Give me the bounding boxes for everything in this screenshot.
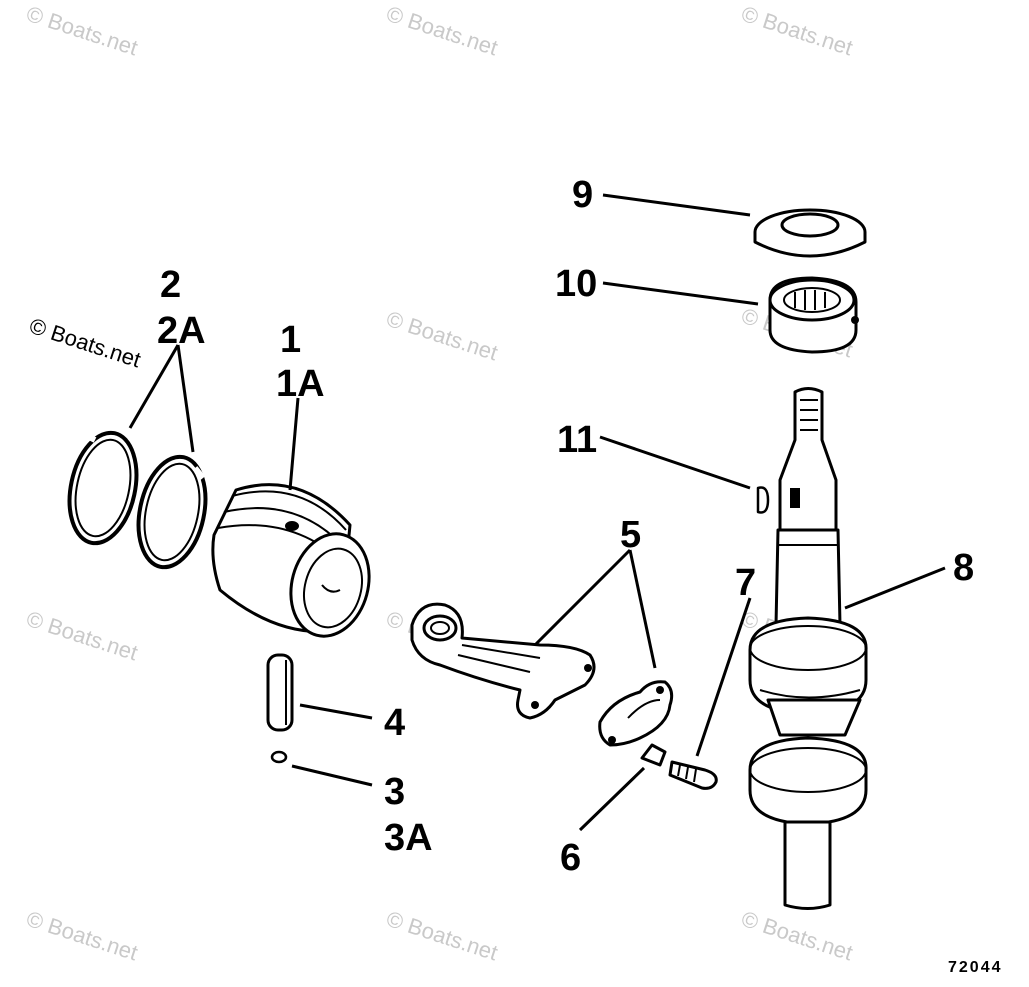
- crankshaft: [748, 387, 868, 910]
- watermark: © Boats.net: [383, 906, 500, 965]
- callout-6: 6: [560, 837, 581, 879]
- piston: [211, 483, 371, 638]
- callout-labels: 2 2A 1 1A 9 10 11 5 7 8 4 3 3A 6: [157, 174, 974, 879]
- callout-4: 4: [384, 702, 405, 744]
- leader-lines: [128, 193, 946, 832]
- callout-10: 10: [555, 263, 597, 305]
- callout-2: 2: [160, 264, 181, 306]
- cap-screw: [668, 760, 718, 790]
- watermark: © Boats.net: [23, 606, 140, 665]
- figure-number: 72044: [948, 959, 1003, 976]
- callout-8: 8: [953, 547, 974, 589]
- callout-5: 5: [620, 514, 641, 556]
- watermark: © Boats.net: [23, 906, 140, 965]
- callout-7: 7: [735, 562, 756, 604]
- watermark: © Boats.net: [738, 906, 855, 965]
- callout-1a: 1A: [276, 363, 325, 405]
- watermark: © Boats.net: [23, 1, 140, 60]
- lock-washer: [640, 743, 667, 767]
- piston-ring-left: [67, 430, 139, 546]
- callout-1: 1: [280, 319, 301, 361]
- watermark: © Boats.net: [383, 1, 500, 60]
- callout-3a: 3A: [384, 817, 433, 859]
- callout-3: 3: [384, 771, 405, 813]
- watermark-dark: © Boats.net: [26, 313, 143, 372]
- connecting-rod: [410, 602, 596, 720]
- watermark: © Boats.net: [383, 306, 500, 365]
- callout-9: 9: [572, 174, 593, 216]
- piston-pin: [266, 653, 294, 732]
- woodruff-key: [756, 486, 770, 514]
- connecting-rod-cap: [598, 680, 674, 747]
- crankshaft-seal: [753, 208, 867, 258]
- needle-bearing: [768, 276, 859, 354]
- pin-retainer: [270, 750, 288, 764]
- callout-11: 11: [557, 419, 597, 461]
- piston-ring-right: [136, 454, 208, 570]
- callout-2a: 2A: [157, 310, 206, 352]
- watermark: © Boats.net: [738, 1, 855, 60]
